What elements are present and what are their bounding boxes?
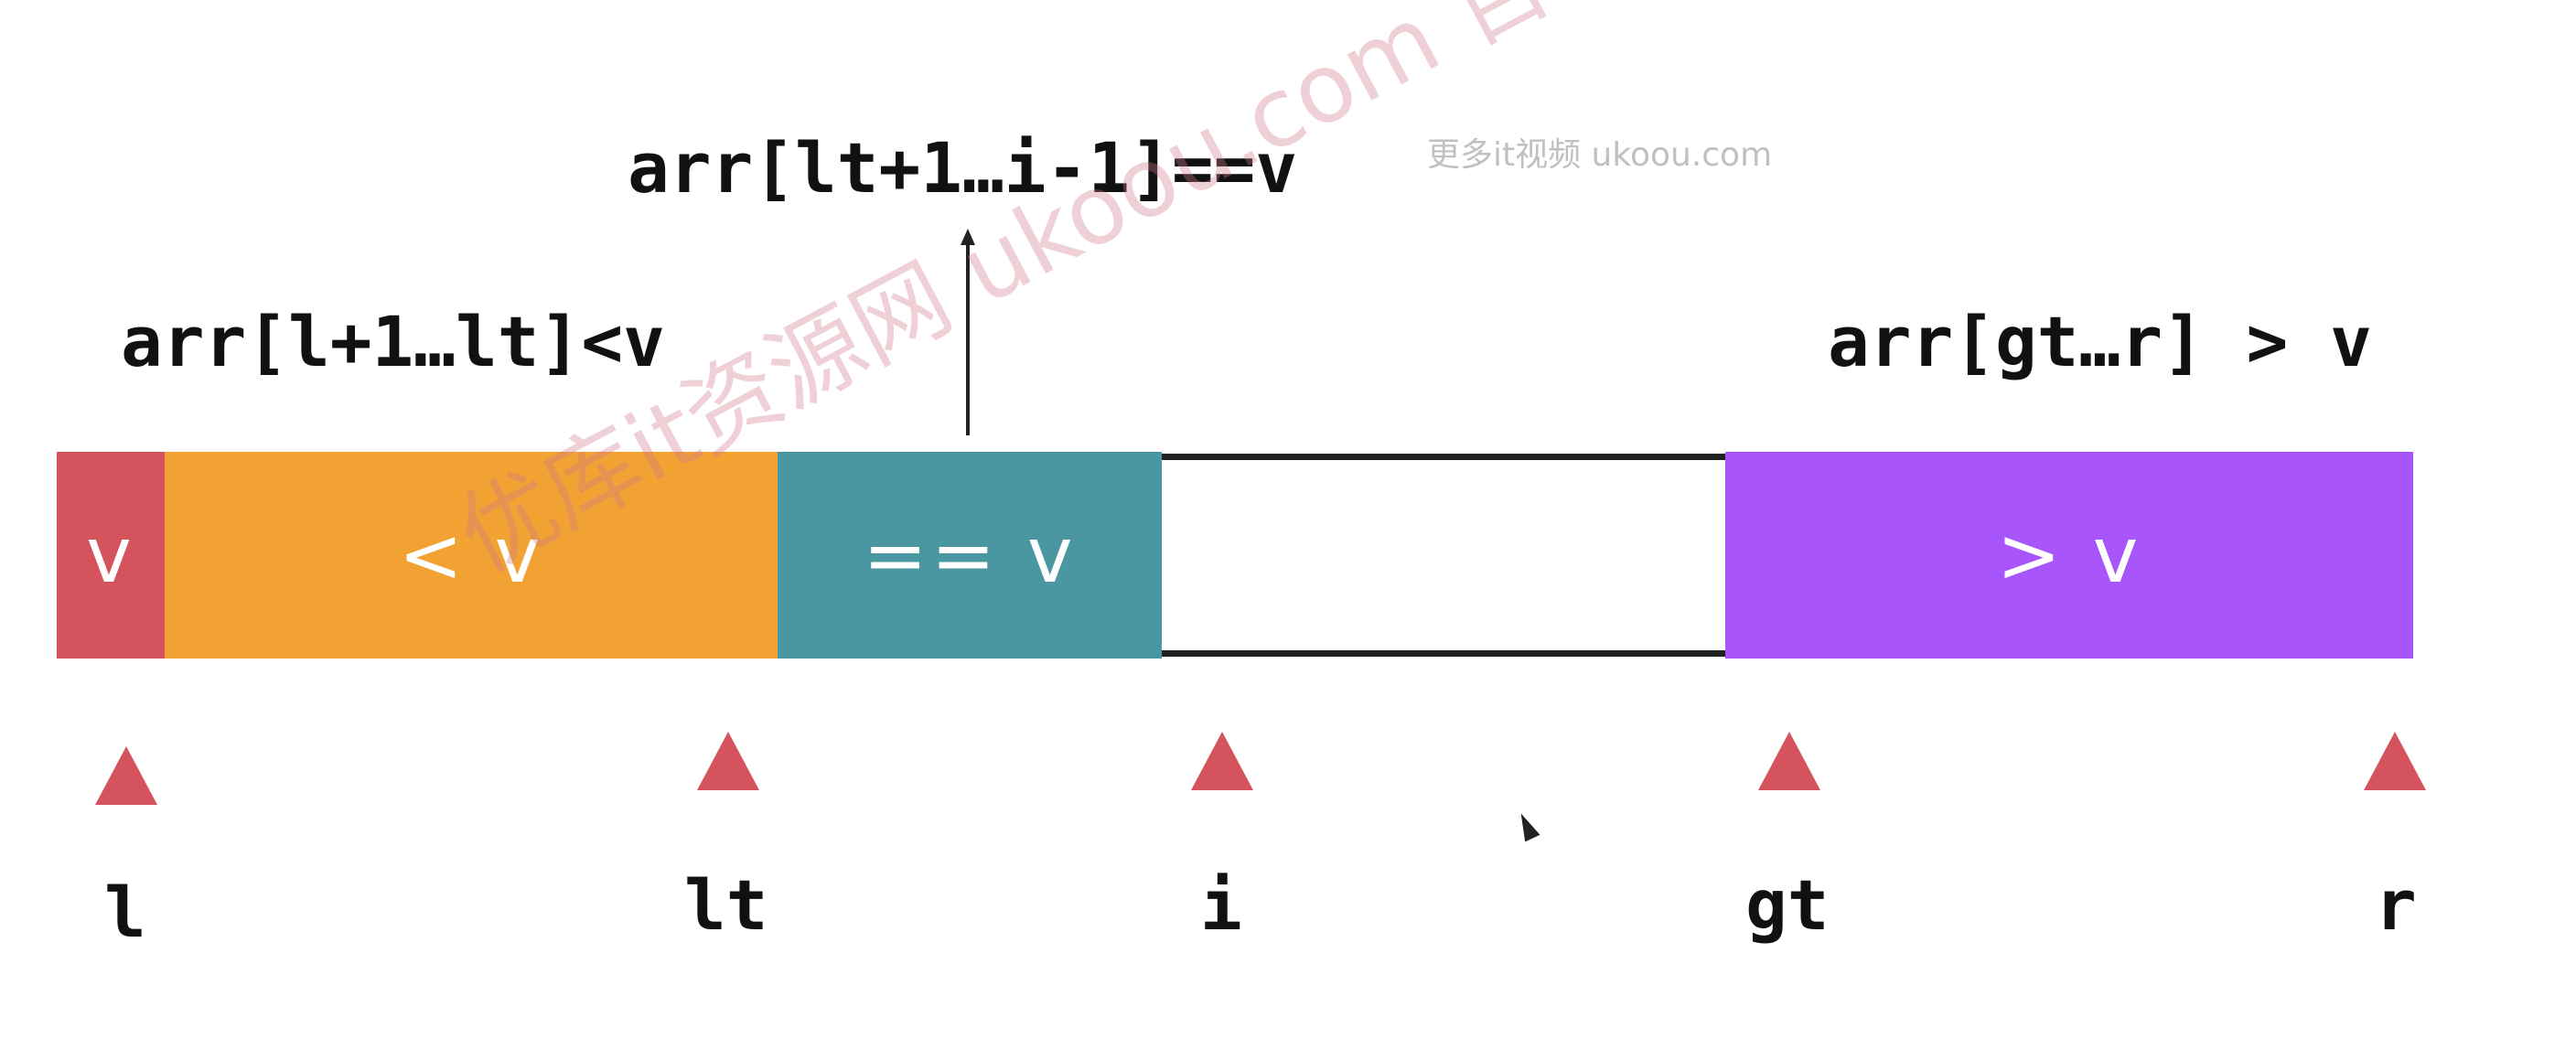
equal-range-label: arr[lt+1…i-1]==v bbox=[628, 127, 1298, 209]
greater-than-segment: > v bbox=[1725, 452, 2413, 659]
mouse-cursor-icon bbox=[1513, 809, 1540, 842]
pointer-lt-marker bbox=[697, 732, 759, 790]
pointer-i-label: i bbox=[1200, 864, 1242, 946]
pivot-segment: v bbox=[57, 452, 165, 659]
pointer-lt-label: lt bbox=[684, 864, 768, 946]
pivot-segment-label: v bbox=[86, 510, 135, 600]
pointer-l-label: l bbox=[104, 872, 146, 953]
equal-segment-label: == v bbox=[863, 510, 1077, 600]
unprocessed-region bbox=[1162, 454, 1747, 657]
pointer-r-marker bbox=[2364, 732, 2426, 790]
arrow-head-icon bbox=[961, 229, 975, 245]
greater-than-segment-label: > v bbox=[1996, 510, 2142, 600]
pointer-gt-label: gt bbox=[1745, 864, 1830, 946]
pointer-l-marker bbox=[95, 746, 157, 805]
pointer-gt-marker bbox=[1758, 732, 1820, 790]
equal-range-arrow bbox=[966, 240, 970, 435]
less-than-segment-label: < v bbox=[398, 510, 544, 600]
less-range-label: arr[l+1…lt]<v bbox=[121, 301, 665, 382]
equal-segment: == v bbox=[778, 452, 1162, 659]
greater-range-label: arr[gt…r] > v bbox=[1828, 301, 2372, 382]
watermark-small-text: 更多it视频 ukoou.com bbox=[1427, 136, 1773, 174]
pointer-i-marker bbox=[1191, 732, 1253, 790]
less-than-segment: < v bbox=[165, 452, 778, 659]
pointer-r-label: r bbox=[2375, 864, 2417, 946]
